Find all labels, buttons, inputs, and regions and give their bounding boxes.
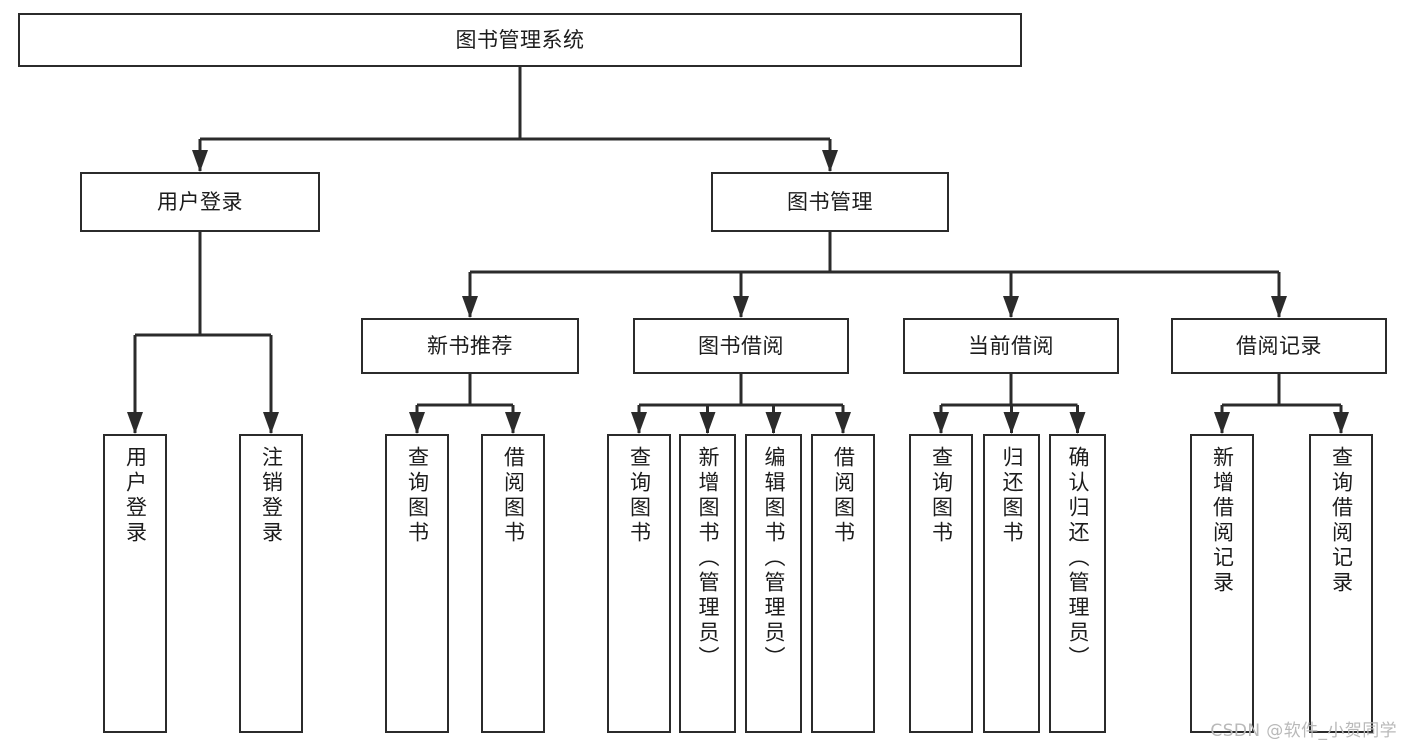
node-leaf-query-record[interactable]: 查询借阅记录: [1309, 434, 1373, 733]
node-label: 新增借阅记录: [1210, 446, 1235, 596]
node-leaf-user-logout[interactable]: 注销登录: [239, 434, 303, 733]
node-label: 用户登录: [157, 189, 243, 214]
node-label: 用户登录: [123, 446, 148, 546]
node-label: 查询借阅记录: [1329, 446, 1354, 596]
node-label: 图书借阅: [698, 333, 784, 358]
node-leaf-add-book[interactable]: 新增图书（管理员）: [679, 434, 736, 733]
node-label: 查询图书: [929, 446, 954, 546]
node-label: 确认归还（管理员）: [1066, 446, 1090, 671]
node-label: 借阅图书: [501, 446, 526, 546]
node-borrow-record[interactable]: 借阅记录: [1171, 318, 1387, 374]
node-leaf-borrow-book-1[interactable]: 借阅图书: [481, 434, 545, 733]
node-label: 查询图书: [405, 446, 430, 546]
node-leaf-edit-book[interactable]: 编辑图书（管理员）: [745, 434, 802, 733]
node-label: 图书管理系统: [455, 27, 585, 52]
node-label: 查询图书: [627, 446, 652, 546]
node-leaf-borrow-book-2[interactable]: 借阅图书: [811, 434, 875, 733]
node-user-login[interactable]: 用户登录: [80, 172, 320, 232]
node-label: 借阅图书: [831, 446, 856, 546]
node-leaf-user-login[interactable]: 用户登录: [103, 434, 167, 733]
node-leaf-query-book-2[interactable]: 查询图书: [607, 434, 671, 733]
watermark: CSDN @软件_小贺同学: [1210, 721, 1397, 741]
node-label: 当前借阅: [968, 333, 1054, 358]
node-label: 图书管理: [787, 189, 873, 214]
node-leaf-return-book[interactable]: 归还图书: [983, 434, 1040, 733]
node-book-manage[interactable]: 图书管理: [711, 172, 949, 232]
node-label: 注销登录: [259, 446, 284, 546]
node-book-borrow[interactable]: 图书借阅: [633, 318, 849, 374]
node-leaf-confirm-return[interactable]: 确认归还（管理员）: [1049, 434, 1106, 733]
node-label: 新书推荐: [427, 333, 513, 358]
node-label: 归还图书: [1000, 446, 1024, 546]
node-root[interactable]: 图书管理系统: [18, 13, 1022, 67]
node-leaf-add-record[interactable]: 新增借阅记录: [1190, 434, 1254, 733]
node-label: 借阅记录: [1236, 333, 1322, 358]
node-current-borrow[interactable]: 当前借阅: [903, 318, 1119, 374]
node-label: 新增图书（管理员）: [696, 446, 720, 671]
node-leaf-query-book-1[interactable]: 查询图书: [385, 434, 449, 733]
node-new-book-rec[interactable]: 新书推荐: [361, 318, 579, 374]
node-leaf-query-book-3[interactable]: 查询图书: [909, 434, 973, 733]
node-label: 编辑图书（管理员）: [762, 446, 786, 671]
